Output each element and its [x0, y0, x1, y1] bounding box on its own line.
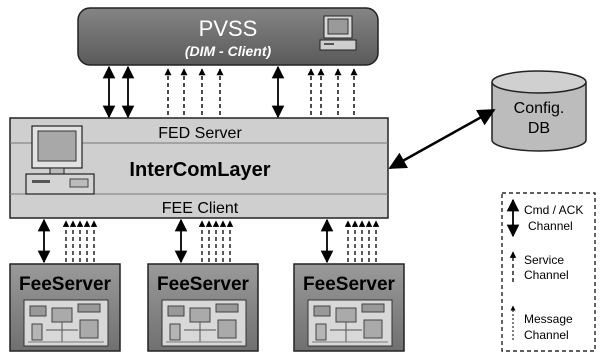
config-db-icon: Config. DB	[491, 70, 587, 152]
legend-cmd-label-line1: Cmd / ACK	[524, 203, 583, 217]
feeserver-box: FeeServer	[9, 263, 121, 352]
legend-box: Cmd / ACK Channel Service Channel Messag…	[501, 192, 596, 352]
feeserver-label: FeeServer	[19, 274, 112, 295]
feeserver-box: FeeServer	[293, 263, 405, 352]
feeserver-channel-arrows	[37, 218, 380, 264]
fed-server-label: FED Server	[158, 125, 242, 142]
pvss-box: PVSS (DIM - Client)	[77, 7, 379, 66]
db-connection-arrow	[388, 108, 496, 170]
circuit-board-icon	[307, 299, 393, 347]
intercom-layer-title: InterComLayer	[129, 159, 270, 181]
circuit-board-icon	[23, 299, 109, 347]
pvss-title: PVSS	[199, 16, 258, 41]
circuit-board-icon	[161, 299, 247, 347]
feeserver-label: FeeServer	[303, 274, 396, 295]
config-db-label-line1: Config.	[514, 100, 565, 117]
computer-icon	[319, 15, 357, 51]
intercom-layer-box: FED Server InterComLayer FEE Client	[9, 117, 389, 219]
fee-client-label: FEE Client	[162, 200, 239, 217]
pvss-subtitle: (DIM - Client)	[185, 43, 272, 59]
legend-service-label-line1: Service	[524, 253, 564, 267]
pvss-channel-arrows	[102, 65, 358, 119]
computer-icon	[25, 125, 95, 195]
legend-message-label-line1: Message	[524, 312, 573, 326]
config-db-label-line2: DB	[528, 120, 550, 137]
legend-cmd-label-line2: Channel	[528, 219, 573, 233]
legend-service-label-line2: Channel	[524, 268, 569, 282]
feeserver-box: FeeServer	[147, 263, 259, 352]
legend-message-label-line2: Channel	[524, 328, 569, 342]
feeserver-label: FeeServer	[157, 274, 250, 295]
